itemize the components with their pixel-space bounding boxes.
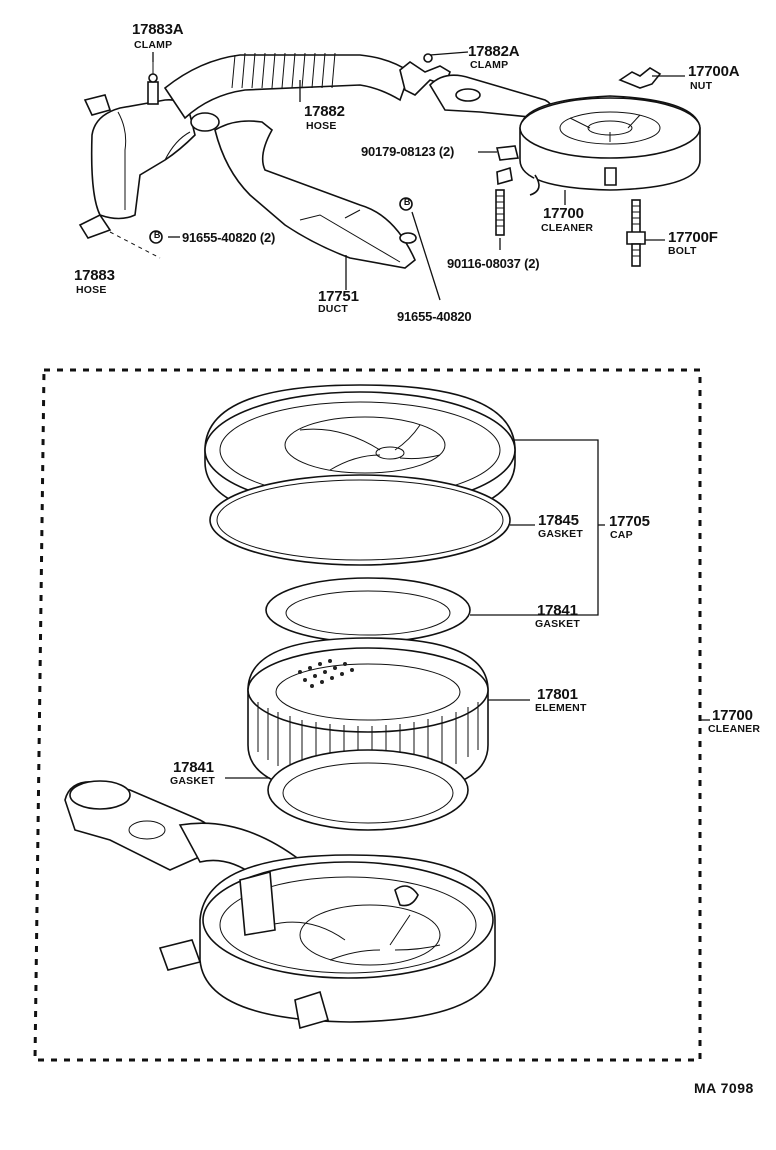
label-17700A-number: 17700A [688,63,740,80]
hose-17882-drawing [163,52,411,132]
marker-b-icon: B [403,197,411,207]
cleaner-assembly-box [33,368,702,1062]
label-90179-number: 90179-08123 (2) [361,144,455,159]
label-17883-number: 17883 [74,267,115,284]
label-17841-lower-number: 17841 [173,759,214,776]
label-17882A-number: 17882A [468,43,520,60]
hose-17883-drawing [78,94,196,259]
clamp-17883A-drawing [147,60,159,105]
label-17751-name: DUCT [318,303,348,315]
label-17700-top-number: 17700 [543,205,584,222]
leader-lines-box [225,439,710,779]
nut-90179-drawing [496,145,519,161]
label-17700A-name: NUT [690,80,713,92]
cleaner-17700-top-drawing [399,53,701,196]
gasket-17841-upper-drawing [265,577,471,643]
label-17882-number: 17882 [304,103,345,120]
label-17700F-number: 17700F [668,229,718,246]
label-17841-upper-name: GASKET [535,618,580,630]
label-17841-lower-name: GASKET [170,775,215,787]
label-17882-name: HOSE [306,120,337,132]
label-17700-box-number: 17700 [712,707,753,724]
label-90116-number: 90116-08037 (2) [447,256,540,271]
gasket-17841-lower-drawing [267,749,469,831]
label-17700-box-name: CLEANER [708,723,761,735]
duct-17751-drawing [214,120,417,269]
gasket-17845-drawing [209,474,511,566]
label-17751-number: 17751 [318,288,359,305]
label-17882A-name: CLAMP [470,59,509,71]
label-91655-40820-number: 91655-40820 [397,309,472,324]
label-17883A-name: CLAMP [134,39,173,51]
label-17883A-number: 17883A [132,21,184,38]
label-17845-name: GASKET [538,528,583,540]
label-17883-name: HOSE [76,284,107,296]
cleaner-body-drawing [64,780,496,1030]
stud-90116-drawing [495,189,505,236]
label-17700F-name: BOLT [668,245,697,257]
label-91655-40820-2-number: 91655-40820 (2) [182,230,276,245]
label-17705-name: CAP [610,529,633,541]
drawing-code: MA 7098 [694,1080,754,1096]
marker-b-icon: B [153,230,161,240]
label-17845-number: 17845 [538,512,579,529]
bolt-17700F-drawing [626,199,646,267]
label-17801-number: 17801 [537,686,578,703]
label-17801-name: ELEMENT [535,702,587,714]
label-17705-number: 17705 [609,513,650,530]
label-17700-top-name: CLEANER [541,222,594,234]
leader-lines-top [152,51,685,301]
element-17801-drawing [247,637,489,796]
wing-nut-17700A-drawing [618,67,662,89]
label-17841-upper-number: 17841 [537,602,578,619]
